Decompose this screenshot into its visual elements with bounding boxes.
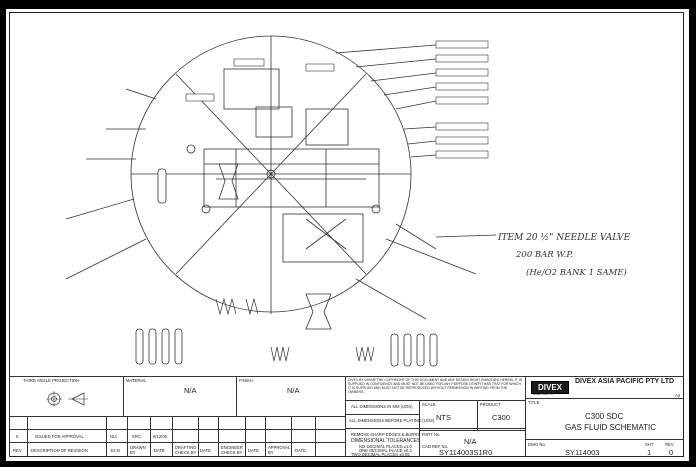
cad-ref-label: CAD REF No. [422, 444, 449, 449]
valve-manifold-box [282, 213, 364, 263]
header-drafting-check: DRAFTING CHECK BY [175, 445, 197, 455]
gauge-panel-box [255, 106, 293, 138]
annotation-line-2: 200 BAR W.P. [515, 250, 573, 260]
dwg-no-value: SY114003 [565, 448, 600, 457]
tolerances-label: DIMENSIONAL TOLERANCES [351, 438, 421, 444]
header-date-2: DATE [200, 448, 211, 453]
projection-label: THIRD ANGLE PROJECTION [23, 378, 80, 383]
tolerance-3: TWO DECIMAL PLACES ±0.05 [351, 452, 410, 457]
company-name: DIVEX ASIA PACIFIC PTY LTD [575, 378, 675, 385]
sheet-size: A3 [675, 393, 681, 398]
part-no-label: PART No. [422, 432, 441, 437]
rev-label: REV [665, 442, 674, 447]
finish-value: N/A [287, 386, 300, 395]
title-block: THIRD ANGLE PROJECTION MATERIAL N/A FINI… [9, 376, 684, 457]
tolerance-2: ONE DECIMAL PLACE ±0.2 [359, 448, 412, 453]
revision-row-ecn: N/A [110, 434, 117, 439]
header-date-4: DATE [295, 448, 306, 453]
divex-logo: DIVEX [531, 381, 569, 394]
rev-value: 0 [669, 448, 674, 457]
title-line-2: GAS FLUID SCHEMATIC [565, 423, 656, 432]
revision-row-drawn: KRC [132, 434, 141, 439]
dims-note: ALL DIMENSIONS IN MM (UOS) [351, 404, 413, 409]
third-angle-projection-symbol-icon [46, 391, 88, 407]
scale-value: NTS [436, 413, 451, 422]
product-label: PRODUCT [480, 402, 501, 407]
drawing-border [9, 12, 684, 457]
control-panel-box [203, 148, 380, 208]
product-value: C300 [492, 413, 510, 422]
logo-subtitle: ASIA PACIFIC [533, 392, 554, 396]
dwg-no-label: DWG No. [528, 442, 546, 447]
regulator-panel-box [223, 68, 280, 110]
tolerance-1: NO DECIMAL PLACES ±1.0 [359, 444, 412, 449]
header-ecn: ECN [111, 448, 120, 453]
material-label: MATERIAL [126, 378, 147, 383]
revision-row-date: 8/12/05 [153, 434, 167, 439]
title-line-1: C300 SDC [585, 412, 624, 421]
cad-ref-value: SY114003S1R0 [439, 448, 493, 457]
gas-fluid-schematic: ITEM 20 ½" NEEDLE VALVE 200 BAR W.P. (He… [65, 35, 631, 367]
revision-row-description: ISSUED FOR APPROVAL [35, 434, 84, 439]
header-approval: APPROVAL BY [268, 445, 291, 455]
header-date-1: DATE [154, 448, 165, 453]
scale-label: SCALE [422, 402, 436, 407]
annotation-line-3: (He/O2 BANK 1 SAME) [526, 267, 627, 278]
sht-value: 1 [647, 448, 652, 457]
part-no-value: N/A [464, 437, 477, 446]
edges-note: REMOVE SHARP EDGES & BURRS [351, 432, 421, 437]
company-address: · · · · · · · · · · · · · · · · · · · · … [575, 387, 618, 390]
analyser-box [305, 108, 349, 146]
material-value: N/A [184, 386, 197, 395]
copyright-note: DIVEX BY DIVINE THE COPYRIGHT OF THIS DO… [348, 378, 522, 394]
annotation-line-1: ITEM 20 ½" NEEDLE VALVE [497, 232, 631, 243]
header-rev: REV [13, 448, 22, 453]
header-drawn-by: DRAWN BY [130, 445, 146, 455]
header-engineer-check: ENGINEER CHECK BY [221, 445, 243, 455]
finish-label: FINISH [239, 378, 253, 383]
revision-row-rev: 0 [16, 434, 19, 439]
drawing-sheet: ITEM 20 ½" NEEDLE VALVE 200 BAR W.P. (He… [6, 9, 689, 461]
sht-label: SHT [645, 442, 654, 447]
plating-note: ALL DIMENSIONS BEFORE PLATING (UOS) [349, 418, 435, 423]
title-label: TITLE [528, 400, 540, 405]
header-description: DESCRIPTION OF REVISION [31, 448, 88, 453]
header-date-3: DATE [248, 448, 259, 453]
